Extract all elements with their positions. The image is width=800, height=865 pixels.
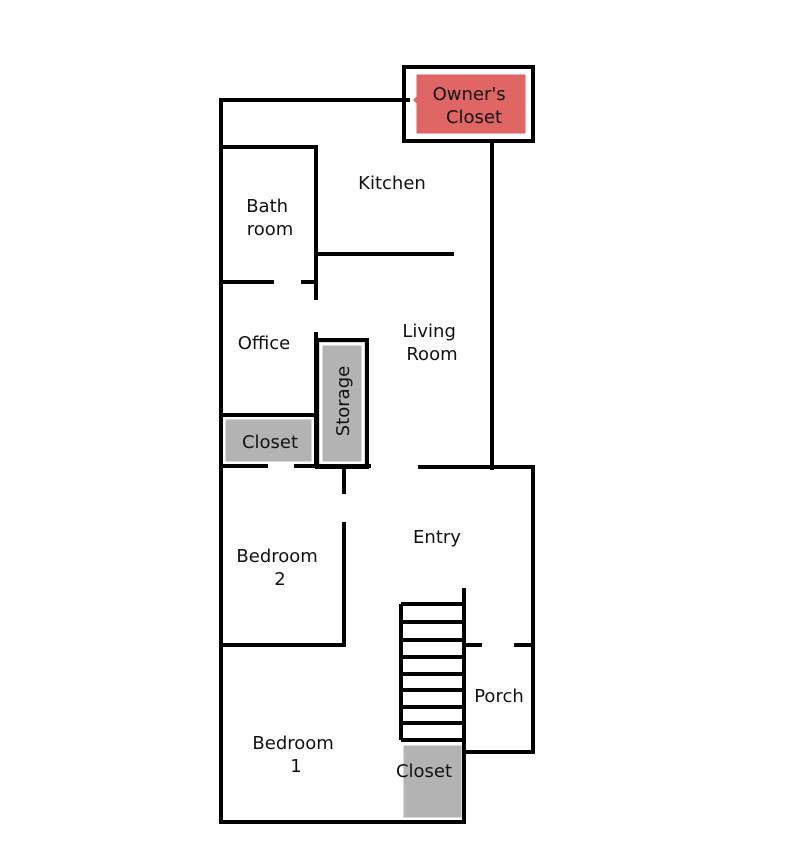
- office-closet-label: Closet: [242, 432, 298, 453]
- office-label: Office: [238, 333, 291, 354]
- living-room-label: Living Room: [402, 321, 461, 365]
- owners-closet-label: Owner's Closet: [433, 84, 512, 128]
- bedroom-1-label: Bedroom 1: [252, 733, 339, 777]
- kitchen-label: Kitchen: [358, 173, 426, 194]
- porch-label: Porch: [474, 686, 524, 707]
- owners-closet-outline: [402, 65, 535, 143]
- office-closet[interactable]: [222, 416, 315, 465]
- owners-closet[interactable]: [402, 65, 535, 143]
- entry-label: Entry: [413, 527, 461, 548]
- owners-closet-fill: [408, 71, 529, 137]
- bedroom-2-label: Bedroom 2: [236, 546, 323, 590]
- bedroom-1-closet-label: Closet: [396, 761, 452, 782]
- storage-closet-inner: [319, 342, 365, 465]
- bathroom-label: Bath room: [246, 196, 294, 240]
- storage-closet[interactable]: [315, 338, 369, 469]
- staircase[interactable]: [399, 602, 464, 742]
- walls: [219, 98, 535, 824]
- storage-label: Storage: [333, 366, 354, 436]
